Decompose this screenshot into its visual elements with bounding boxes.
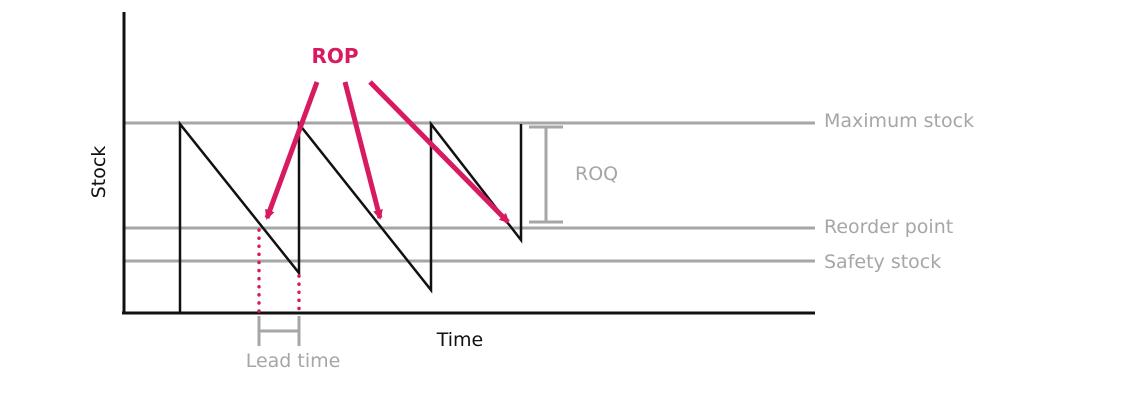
roq-bracket — [529, 125, 563, 224]
rop-label: ROP — [311, 44, 358, 68]
y-axis-label: Stock — [88, 146, 110, 199]
lead-time-bracket — [257, 316, 301, 346]
rop-arrow-3 — [368, 80, 510, 224]
rop-arrow-2 — [342, 81, 383, 220]
reorder-point-label: Reorder point — [824, 216, 953, 238]
lead-time-label: Lead time — [246, 350, 341, 372]
maximum-stock-label: Maximum stock — [824, 110, 974, 132]
rop-arrow-1 — [264, 81, 320, 220]
safety-stock-label: Safety stock — [824, 251, 941, 273]
stock-level-curve — [178, 120, 523, 313]
roq-label: ROQ — [575, 163, 618, 185]
x-axis-label: Time — [436, 329, 484, 351]
